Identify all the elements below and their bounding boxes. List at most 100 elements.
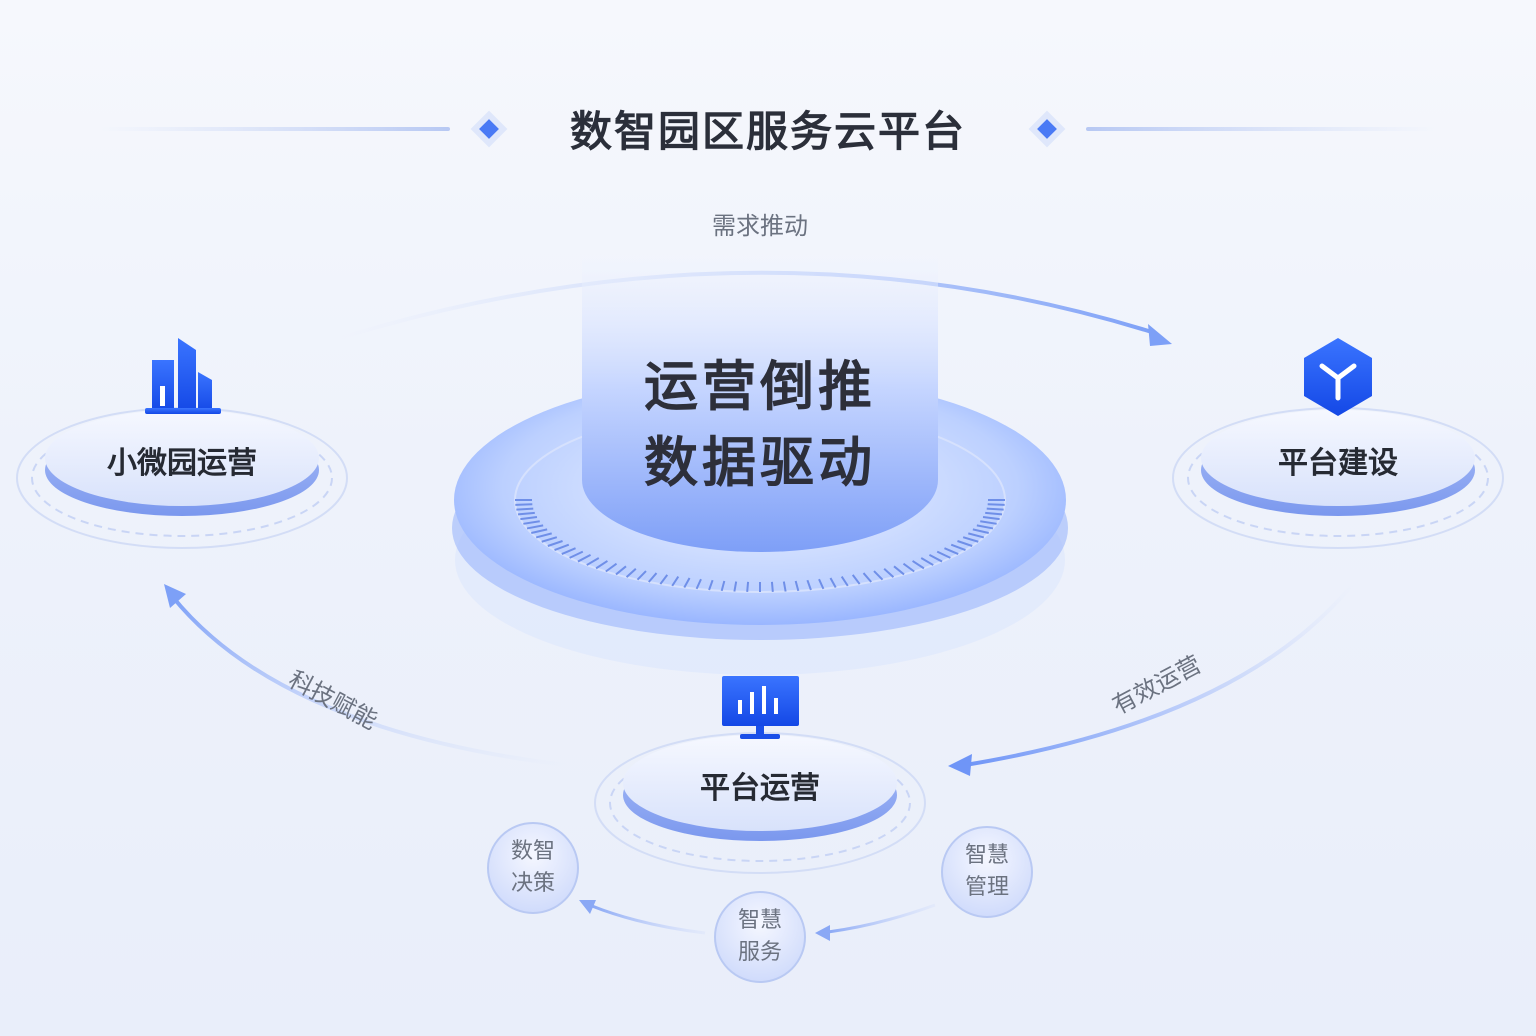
tick-ring xyxy=(515,499,1005,592)
flow-label-top: 需求推动 xyxy=(712,212,808,240)
tick-mark xyxy=(920,557,934,566)
arrow-head-icon xyxy=(164,584,186,608)
header-line-right xyxy=(1086,127,1436,131)
sub-node-label: 数智 决策 xyxy=(488,836,578,900)
building-icon xyxy=(145,338,221,414)
tick-mark xyxy=(605,562,618,573)
tick-mark xyxy=(520,516,538,521)
node-label-right: 平台建设 xyxy=(1278,446,1398,481)
tick-mark xyxy=(625,568,637,578)
sub-node-line: 管理 xyxy=(964,875,1009,900)
header-line-left xyxy=(100,127,450,131)
tick-mark xyxy=(829,577,837,588)
tick-mark xyxy=(944,547,959,555)
tick-mark xyxy=(636,570,647,581)
tick-mark xyxy=(720,580,726,592)
sub-node-bubble xyxy=(487,822,579,914)
tick-mark xyxy=(577,553,592,563)
tick-mark xyxy=(531,528,548,534)
tick-mark xyxy=(569,550,584,559)
flow-arrow-right xyxy=(964,583,1354,767)
node-label-bottom: 平台运营 xyxy=(700,771,820,806)
tick-mark xyxy=(968,532,985,539)
tick-mark xyxy=(840,576,849,587)
tick-mark xyxy=(980,520,997,525)
diamond-icon xyxy=(1028,110,1066,148)
tick-mark xyxy=(972,528,989,534)
tick-mark xyxy=(547,540,563,547)
tick-mark xyxy=(595,560,608,570)
node-label-left: 小微园运营 xyxy=(107,446,257,481)
tick-mark xyxy=(982,516,1000,521)
header-decoration xyxy=(100,110,1436,148)
sub-node-label: 智慧 服务 xyxy=(715,905,805,969)
sub-node-line: 决策 xyxy=(510,871,555,896)
tick-mark xyxy=(936,550,951,559)
monitor-chart-icon xyxy=(722,676,799,739)
tick-mark xyxy=(526,524,544,530)
tick-mark xyxy=(986,507,1004,511)
arrow-head-icon xyxy=(948,754,972,776)
arrow-head-icon xyxy=(1148,324,1172,346)
center-text-line1: 运营倒推 xyxy=(644,355,876,418)
tick-mark xyxy=(708,579,714,591)
sub-flow-arrow xyxy=(591,904,706,935)
tick-mark xyxy=(648,572,658,583)
tick-mark xyxy=(957,540,973,547)
tick-mark xyxy=(746,581,750,592)
sub-node-line: 智慧 xyxy=(964,843,1009,868)
sub-flow-arrow xyxy=(827,903,936,934)
cube-icon xyxy=(1304,338,1372,416)
page-title: 数智园区服务云平台 xyxy=(569,107,966,156)
tick-mark xyxy=(818,578,825,590)
sub-node-label: 智慧 管理 xyxy=(942,840,1032,904)
sub-node-line: 智慧 xyxy=(737,908,782,933)
tick-mark xyxy=(554,543,570,552)
tick-mark xyxy=(541,536,558,543)
tick-mark xyxy=(515,503,533,506)
tick-mark xyxy=(976,524,994,530)
tick-mark xyxy=(851,574,861,585)
arrow-head-icon xyxy=(815,925,830,941)
tick-mark xyxy=(794,580,800,592)
tick-mark xyxy=(695,578,702,590)
tick-mark xyxy=(985,511,1003,516)
tick-mark xyxy=(671,576,680,587)
sub-node-bubble xyxy=(714,891,806,983)
tick-mark xyxy=(873,570,884,581)
tick-mark xyxy=(586,557,600,566)
tick-mark xyxy=(782,581,787,592)
tick-mark xyxy=(987,503,1005,506)
tick-mark xyxy=(862,572,872,583)
tick-mark xyxy=(523,520,540,525)
tick-mark xyxy=(962,536,979,543)
center-text-line2: 数据驱动 xyxy=(644,431,876,494)
tick-mark xyxy=(883,568,895,578)
tick-mark xyxy=(770,581,774,592)
node-bottom xyxy=(594,676,926,874)
diamond-icon xyxy=(470,110,508,148)
sub-node-line: 服务 xyxy=(737,940,782,965)
tick-mark xyxy=(950,543,966,552)
tick-mark xyxy=(806,579,812,591)
center-platform xyxy=(452,255,1068,675)
tick-mark xyxy=(615,565,627,576)
tick-mark xyxy=(928,553,943,563)
arrow-head-icon xyxy=(579,900,596,914)
tick-mark xyxy=(893,565,905,576)
tick-mark xyxy=(561,547,576,555)
sub-node-bubble xyxy=(941,826,1033,918)
tick-mark xyxy=(517,511,535,516)
tick-mark xyxy=(516,507,534,511)
tick-mark xyxy=(535,532,552,539)
tick-mark xyxy=(733,581,738,592)
tick-mark xyxy=(659,574,669,585)
node-left xyxy=(16,338,348,549)
tick-mark xyxy=(902,562,915,573)
tick-mark xyxy=(912,560,925,570)
tick-mark xyxy=(683,577,691,588)
sub-node-line: 数智 xyxy=(510,839,555,864)
flow-arrow-left xyxy=(170,594,566,767)
node-right xyxy=(1172,338,1504,549)
